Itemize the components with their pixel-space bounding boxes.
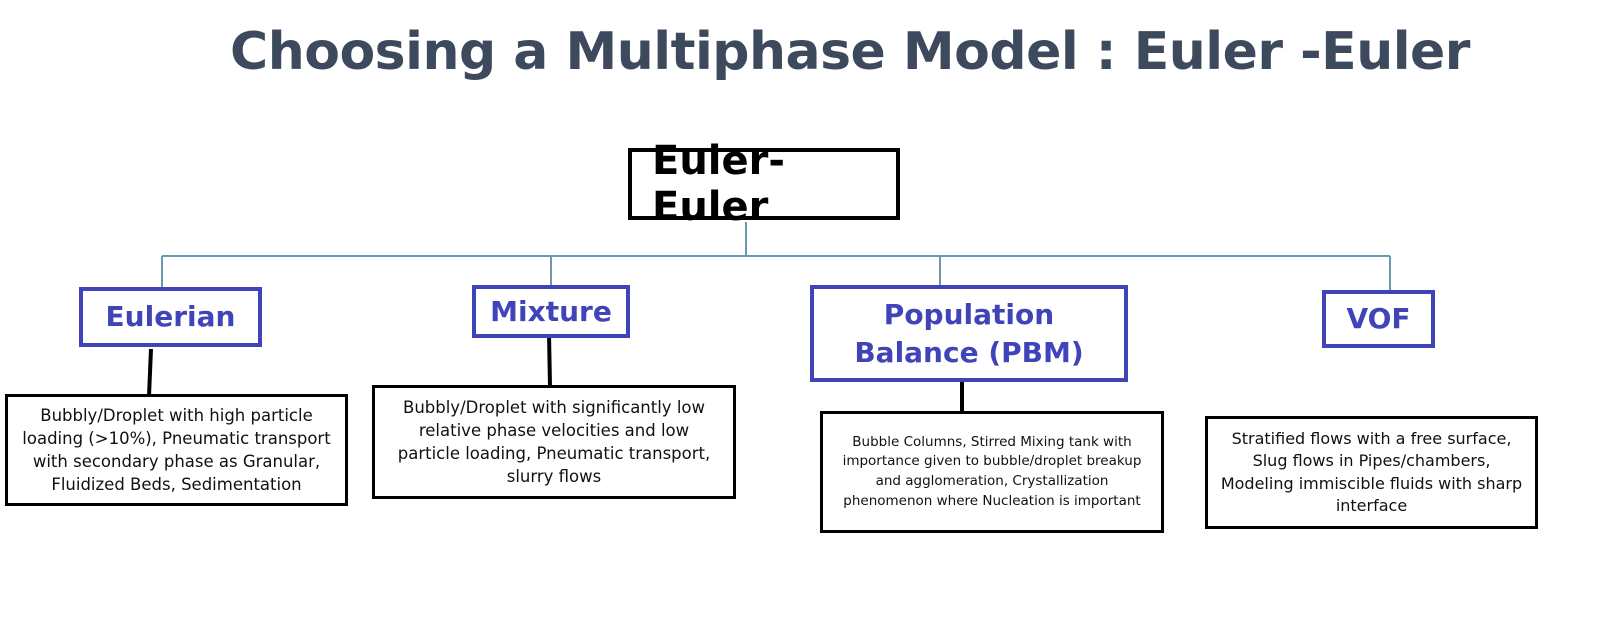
eulerian-label: Eulerian (105, 300, 236, 334)
vof-description-box: Stratified flows with a free surface, Sl… (1205, 416, 1538, 529)
mixture-label: Mixture (490, 294, 612, 328)
mixture-description-box: Bubbly/Droplet with significantly low re… (372, 385, 736, 499)
eulerian-description: Bubbly/Droplet with high particle loadin… (22, 405, 331, 495)
euler-euler-root-node: Euler-Euler (628, 138, 900, 230)
page-title: Choosing a Multiphase Model : Euler -Eul… (230, 22, 1470, 82)
vof-description: Stratified flows with a free surface, Sl… (1220, 428, 1523, 515)
population-balance-model-node: Population Balance (PBM) (810, 285, 1128, 382)
population-balance-description-box: Bubble Columns, Stirred Mixing tank with… (820, 411, 1164, 533)
eulerian-model-node: Eulerian (79, 287, 262, 347)
root-label: Euler-Euler (652, 138, 785, 230)
population-balance-label: Population Balance (PBM) (854, 297, 1084, 369)
eulerian-description-box: Bubbly/Droplet with high particle loadin… (5, 394, 348, 506)
vof-model-node: VOF (1322, 290, 1435, 348)
mixture-model-node: Mixture (472, 285, 630, 338)
tree-connectors (161, 222, 1391, 290)
description-connectors (147, 333, 964, 413)
vof-label: VOF (1346, 302, 1411, 336)
population-balance-description: Bubble Columns, Stirred Mixing tank with… (842, 433, 1142, 509)
mixture-description: Bubbly/Droplet with significantly low re… (397, 397, 711, 487)
